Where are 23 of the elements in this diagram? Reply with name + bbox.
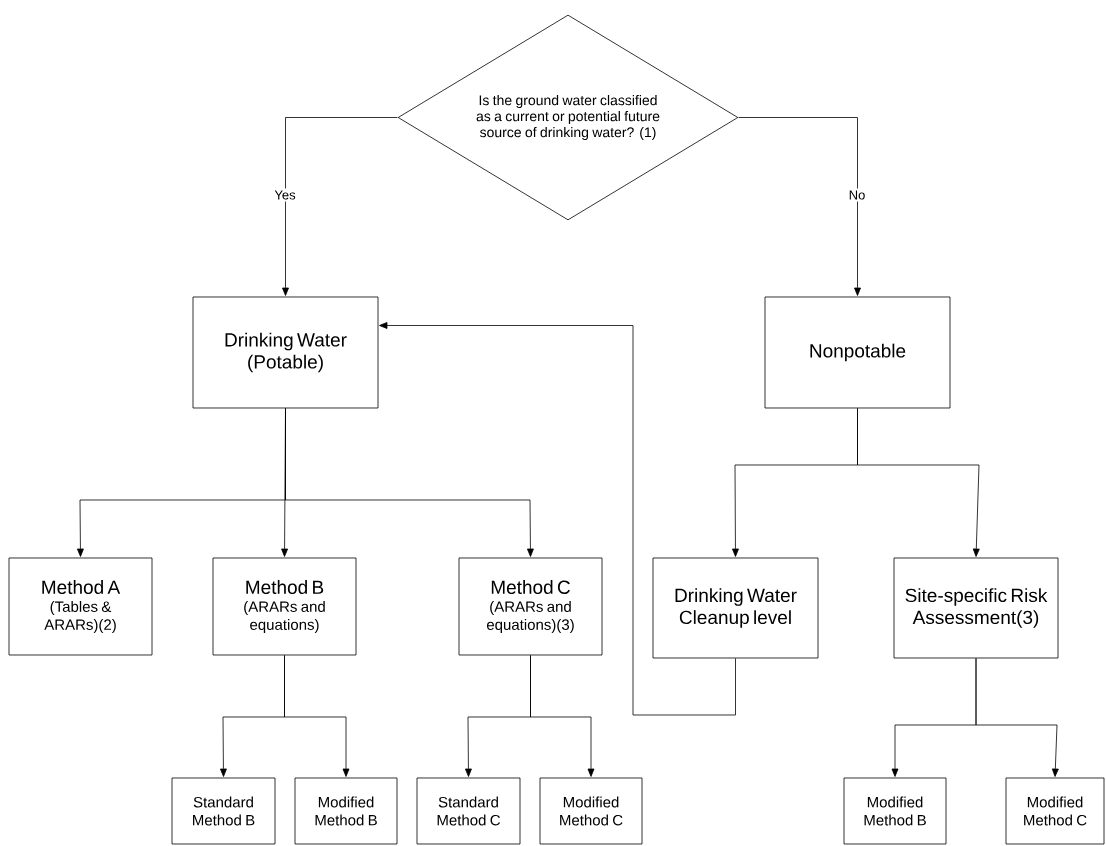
arrow (284, 655, 350, 777)
arrow (285, 408, 534, 557)
process-box: Method A (Tables & ARARs)(2) (8, 557, 153, 656)
process-box: Modified Method C (539, 777, 643, 845)
process-box: Drinking Water (Potable) (192, 296, 379, 409)
arrow (975, 658, 1059, 777)
edge-label: Yes (272, 188, 298, 202)
arrow (379, 322, 736, 716)
process-box: Nonpotable (764, 296, 951, 409)
edge-label: No (846, 188, 868, 202)
arrow (857, 408, 980, 557)
process-box: Standard Method C (416, 777, 521, 845)
process-box: Method C (ARARs and equations)(3) (458, 557, 603, 656)
process-box: Drinking Water Cleanup level (652, 557, 819, 659)
process-box: Modified Method B (294, 777, 398, 845)
arrow (738, 117, 861, 296)
process-box: Standard Method B (171, 777, 276, 845)
arrow (530, 655, 595, 777)
process-box: Method B (ARARs and equations) (212, 557, 357, 656)
process-box: Site-specific Risk Assessment(3) (893, 557, 1059, 659)
process-box: Modified Method B (843, 777, 947, 845)
arrow (282, 117, 398, 296)
process-box: Modified Method C (1005, 777, 1105, 845)
